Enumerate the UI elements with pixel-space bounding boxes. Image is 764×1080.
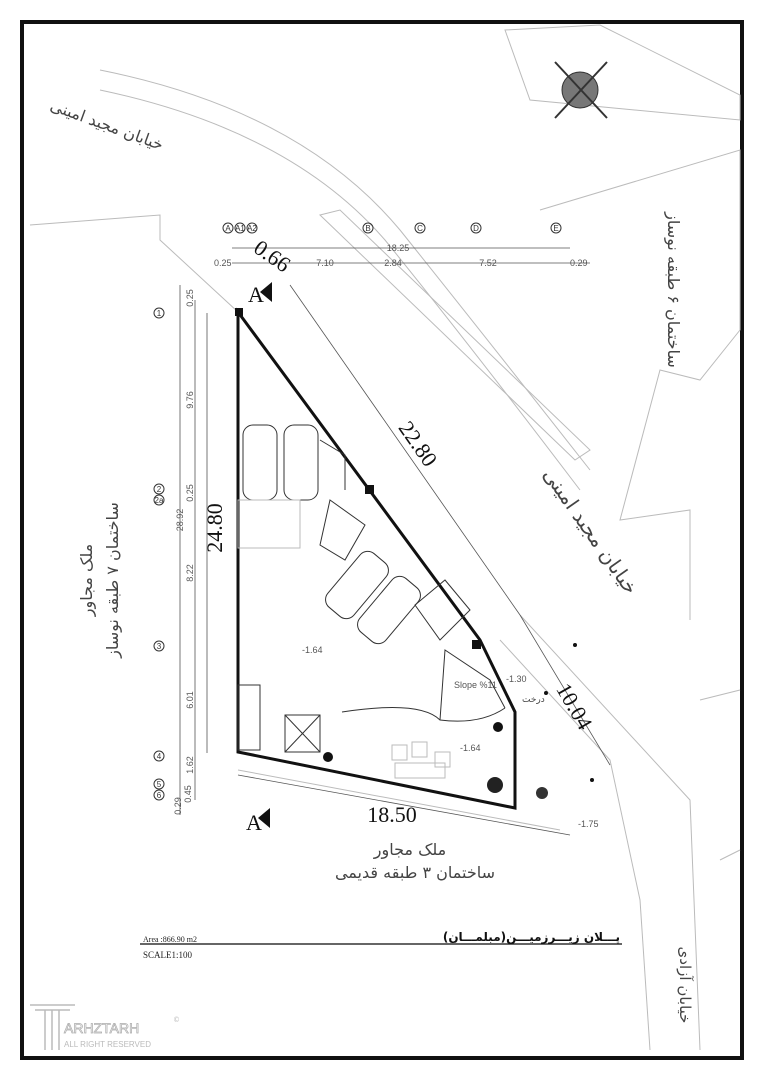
svg-text:ساختمان ۷ طبقه نوساز: ساختمان ۷ طبقه نوساز [103,502,123,659]
svg-text:0.66: 0.66 [249,235,295,278]
site-labels: خیابان مجید امینی خیابان مجید امینی ساخت… [48,96,694,1024]
svg-text:C: C [417,224,423,233]
svg-text:1: 1 [157,309,162,318]
svg-text:D: D [473,224,479,233]
svg-text:10.04: 10.04 [551,679,597,734]
svg-text:2: 2 [157,485,162,494]
svg-text:7.10: 7.10 [316,258,334,268]
svg-text:9.76: 9.76 [185,391,195,409]
svg-text:6: 6 [157,791,162,800]
svg-text:-1.30: -1.30 [506,674,527,684]
svg-text:0.25: 0.25 [185,484,195,502]
svg-text:A1: A1 [235,224,245,233]
svg-text:A2: A2 [247,224,257,233]
svg-text:Area :866.90 m2: Area :866.90 m2 [143,935,197,944]
svg-text:E: E [553,224,558,233]
svg-text:-1.64: -1.64 [460,743,481,753]
svg-text:8.22: 8.22 [185,564,195,582]
parking-spaces [237,424,421,645]
svg-text:24.80: 24.80 [202,503,227,553]
title-block: Area :866.90 m2 SCALE1:100 پـــلان زیـــ… [140,930,622,960]
svg-text:6.01: 6.01 [185,691,195,709]
svg-text:0.25: 0.25 [214,258,232,268]
svg-text:2.84: 2.84 [384,258,402,268]
interior-layout [237,439,594,799]
svg-text:ساختمان ۶ طبقه نوساز: ساختمان ۶ طبقه نوساز [663,211,683,368]
logo: ARHZTARH ALL RIGHT RESERVED © [30,1004,180,1050]
svg-text:ملک مجاور: ملک مجاور [77,544,97,618]
north-arrow-icon [554,61,608,119]
svg-text:SCALE1:100: SCALE1:100 [143,950,193,960]
section-marks: A A [246,282,272,835]
svg-text:ALL RIGHT RESERVED: ALL RIGHT RESERVED [64,1040,151,1049]
svg-text:ARHZTARH: ARHZTARH [64,1020,139,1036]
svg-text:18.50: 18.50 [367,802,417,827]
svg-text:A: A [225,224,231,233]
svg-text:ساختمان ۳ طبقه قدیمی: ساختمان ۳ طبقه قدیمی [335,863,495,882]
svg-text:پـــلان زیـــرزمیـــن(مبلمـــا: پـــلان زیـــرزمیـــن(مبلمـــان) [443,930,620,944]
svg-text:1.62: 1.62 [185,756,195,774]
svg-text:0.45: 0.45 [183,785,193,803]
svg-text:18.25: 18.25 [387,243,410,253]
svg-text:خیابان مجید امینی: خیابان مجید امینی [48,96,166,155]
svg-text:0.29: 0.29 [173,797,183,815]
svg-text:درخت: درخت [522,695,545,705]
svg-text:Slope %11: Slope %11 [454,680,497,690]
svg-text:-1.64: -1.64 [302,645,323,655]
site-context [29,24,741,1051]
svg-text:7.52: 7.52 [479,258,497,268]
svg-text:©: © [173,1016,180,1024]
drawing-frame [20,20,744,1060]
level-markers: -1.64 -1.30 -1.64 -1.75 Slope %11 [302,645,599,829]
svg-text:3: 3 [157,642,162,651]
svg-text:خیابان مجید امینی: خیابان مجید امینی [538,463,643,599]
svg-text:4: 4 [157,752,162,761]
svg-text:A: A [246,810,262,835]
svg-text:2a: 2a [155,496,164,505]
svg-text:-1.75: -1.75 [578,819,599,829]
svg-text:B: B [365,224,370,233]
svg-text:0.25: 0.25 [185,289,195,307]
building-outline [235,307,517,810]
svg-text:28.92: 28.92 [175,509,185,532]
svg-text:خیابان آزادی: خیابان آزادی [676,947,694,1024]
svg-text:ملک مجاور: ملک مجاور [373,840,447,860]
svg-text:A: A [248,282,264,307]
left-dimension-chain: 1 2 2a 3 4 5 6 28.92 0.25 9.76 0.25 8.22… [153,285,196,815]
top-dimension-chain: A A1 A2 B C D E 18.25 0.25 7.10 2.84 7.5… [214,222,590,268]
svg-text:0.29: 0.29 [570,258,588,268]
svg-text:5: 5 [157,780,162,789]
